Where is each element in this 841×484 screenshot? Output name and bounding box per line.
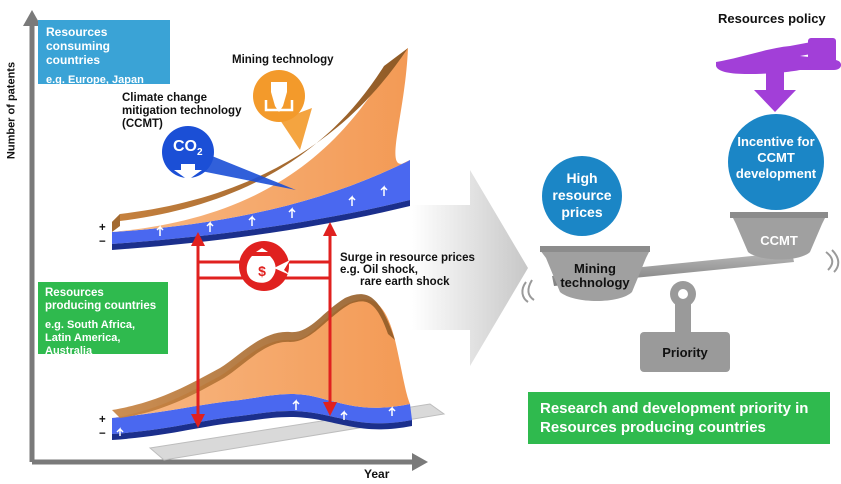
ccmt-label: Climate change mitigation technology (CC… (122, 92, 242, 130)
consuming-curve (112, 48, 410, 250)
consuming-countries-box: Resources consuming countries e.g. Europ… (38, 20, 170, 86)
money-bag-icon: $ (239, 241, 292, 291)
priority-label: Priority (662, 345, 708, 360)
producing-example: e.g. South Africa, Latin America, Austra… (45, 319, 136, 357)
producing-countries-box: Resources producing countries e.g. South… (38, 282, 168, 357)
upper-plus: + (99, 222, 106, 234)
mining-technology-label: Mining technology (232, 54, 334, 66)
balance-scale (521, 114, 840, 372)
surge-example-2: rare earth shock (360, 276, 450, 288)
right-pan-label: CCMT (760, 233, 798, 248)
incentive-label: Incentive for CCMT development (735, 134, 817, 181)
consuming-title: Resources consuming countries (46, 25, 111, 67)
co2-subscript: 2 (197, 147, 203, 159)
surge-arrowheads (191, 222, 337, 428)
producing-title: Resources producing countries (45, 287, 157, 312)
resources-policy-label: Resources policy (718, 11, 826, 26)
upper-minus: − (99, 236, 106, 248)
co2-down-icon (162, 126, 296, 190)
transition-arrow (412, 170, 528, 366)
mining-drill-icon (253, 70, 312, 150)
hand-icon (716, 38, 841, 74)
surge-title: Surge in resource prices (340, 252, 475, 264)
lower-plus: + (99, 414, 106, 426)
surge-example-1: e.g. Oil shock, (340, 264, 418, 276)
y-axis-label: Number of patents (5, 61, 18, 160)
producing-curve (112, 294, 446, 461)
axes (23, 10, 428, 471)
x-axis-label: Year (364, 467, 390, 481)
co2-text: CO2 (173, 138, 203, 158)
lower-minus: − (99, 428, 106, 440)
consuming-example: e.g. Europe, Japan (46, 74, 144, 86)
svg-text:$: $ (258, 263, 266, 279)
down-arrow-icon (754, 72, 796, 112)
high-prices-label: High resource prices (552, 170, 612, 220)
left-pan-label: Mining technology (560, 261, 630, 290)
co2-label: CO (173, 138, 197, 155)
rd-priority-banner: Research and development priority in Res… (528, 392, 830, 444)
